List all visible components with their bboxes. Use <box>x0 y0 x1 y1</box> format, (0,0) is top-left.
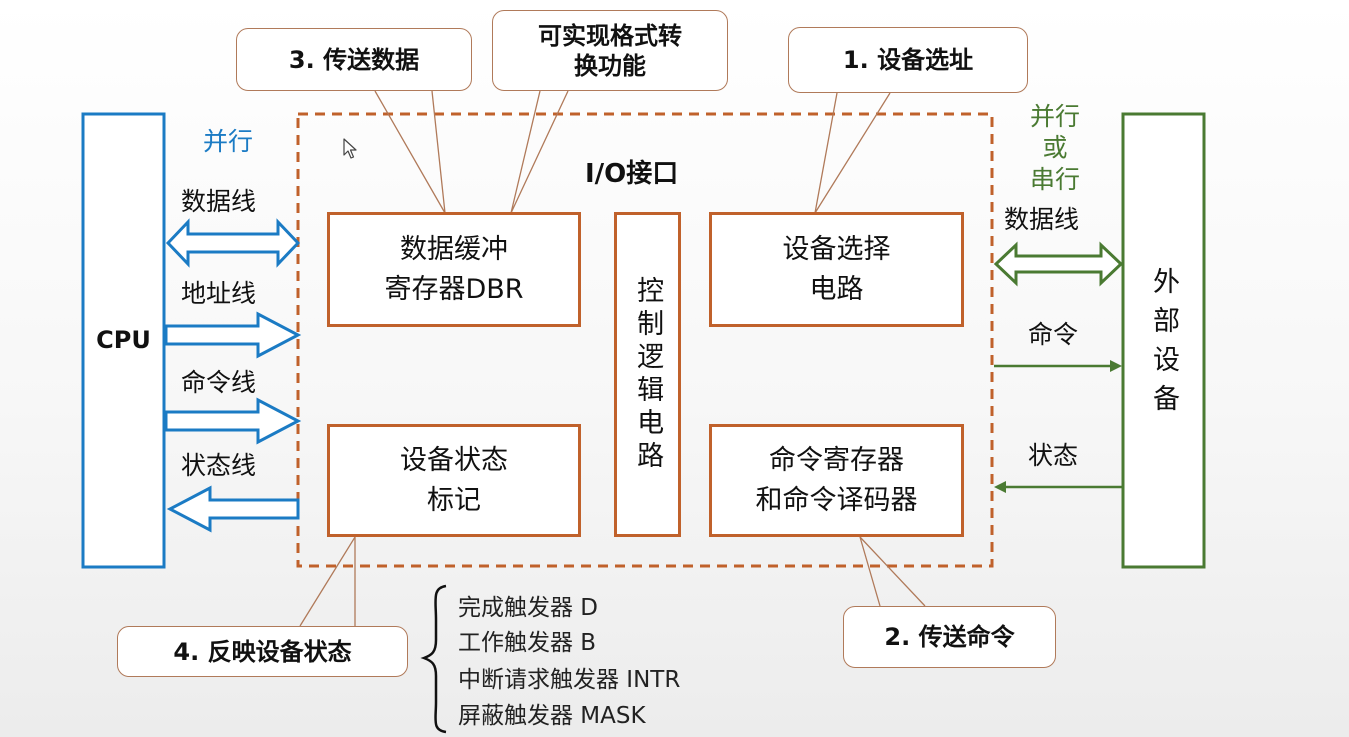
device-data-line-arrow <box>993 241 1124 287</box>
callout-device-addressing: 1. 设备选址 <box>788 27 1028 93</box>
callout-transfer-data: 3. 传送数据 <box>236 28 472 91</box>
pointer-transfer-command <box>859 536 926 607</box>
pointer-transfer-data <box>374 90 446 214</box>
cpu-label: CPU <box>96 326 151 354</box>
callout-reflect-status: 4. 反映设备状态 <box>117 626 408 677</box>
cpu-parallel-label: 并行 <box>203 127 254 156</box>
trigger-item: 中断请求触发器 INTR <box>458 667 681 693</box>
cpu-data-line-label: 数据线 <box>181 187 257 216</box>
data-buffer-register-dbr: 数据缓冲 寄存器DBR <box>327 212 581 327</box>
trigger-item: 工作触发器 B <box>458 630 597 656</box>
cpu-address-line-arrow <box>164 311 302 359</box>
cpu-command-line-label: 命令线 <box>181 368 257 397</box>
mouse-cursor-icon <box>343 138 357 159</box>
external-device-label: 外部设备 <box>1148 267 1179 423</box>
cpu-box-border <box>81 112 166 569</box>
callout-transfer-command: 2. 传送命令 <box>843 606 1056 668</box>
cpu-status-line-arrow <box>166 485 300 533</box>
control-logic-label: 控制逻辑电路 <box>632 275 664 474</box>
pointer-reflect-status <box>299 534 356 627</box>
device-status-flag: 设备状态 标记 <box>327 424 581 537</box>
command-register-decoder: 命令寄存器 和命令译码器 <box>709 424 964 537</box>
cpu-data-line-arrow <box>165 218 301 268</box>
io-interface-title: I/O接口 <box>585 159 679 189</box>
device-select-circuit: 设备选择 电路 <box>709 212 964 327</box>
callout-format-conversion: 可实现格式转 换功能 <box>492 10 728 91</box>
device-data-line-label: 数据线 <box>1004 205 1080 234</box>
cpu-address-line-label: 地址线 <box>181 279 257 308</box>
device-command-label: 命令 <box>1028 320 1079 349</box>
cpu-command-line-arrow <box>164 397 302 445</box>
cpu-status-line-label: 状态线 <box>181 451 257 480</box>
pointer-device-addressing <box>814 92 891 214</box>
pointer-format-conversion <box>510 90 569 214</box>
external-device-label-wrap: 外部设备 <box>1123 240 1204 450</box>
io-interface-boundary <box>296 112 994 568</box>
trigger-brace <box>420 584 447 734</box>
device-command-arrowhead <box>1110 360 1122 372</box>
device-status-arrowhead <box>994 481 1006 493</box>
device-status-label: 状态 <box>1028 441 1079 470</box>
trigger-item: 完成触发器 D <box>458 595 599 621</box>
external-device-box-border <box>1121 112 1206 569</box>
device-transfer-mode-label: 并行 或 串行 <box>1029 102 1080 194</box>
control-logic-circuit: 控制逻辑电路 <box>614 212 681 537</box>
trigger-item: 屏蔽触发器 MASK <box>458 703 646 729</box>
